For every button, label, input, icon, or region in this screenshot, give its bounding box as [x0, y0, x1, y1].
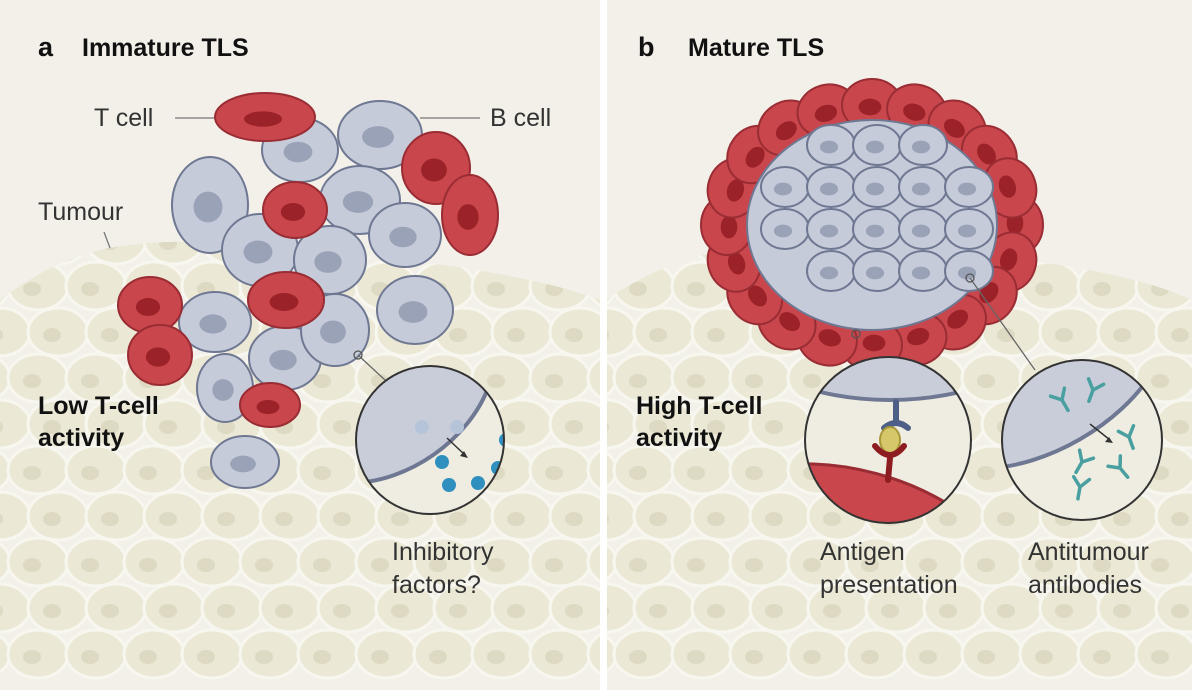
b-cell [760, 166, 810, 208]
b-cell [852, 124, 902, 166]
tumour-leader [103, 231, 111, 249]
high-activity-line2: activity [636, 424, 722, 452]
b-cell [852, 250, 902, 292]
antigen-caption-line2: presentation [820, 571, 958, 599]
b-cell [806, 250, 856, 292]
b-cell [944, 208, 994, 250]
antibodies-caption-line2: antibodies [1028, 571, 1142, 599]
t-cell [117, 276, 183, 334]
b-cell [806, 166, 856, 208]
t-cell [262, 181, 328, 239]
b-cell [337, 100, 423, 170]
antigen-caption-line1: Antigen [820, 538, 905, 566]
tumour-cell [142, 241, 206, 266]
antibody-icon [1116, 424, 1136, 451]
mature-tls-cluster [700, 78, 1044, 372]
t-cell [441, 174, 499, 256]
b-cell [852, 208, 902, 250]
inhibitory-caption-line1: Inhibitory [392, 538, 494, 566]
antibody-icon [1071, 474, 1092, 501]
b-cell [293, 225, 367, 295]
panel-a-letter: a [38, 32, 54, 62]
tumour-cell [586, 628, 600, 680]
antibody-icon [1106, 454, 1130, 479]
tumour-cell [586, 444, 600, 496]
antibody-icon [1048, 386, 1070, 413]
antibody-icon [1074, 448, 1096, 475]
panel-divider [600, 0, 607, 690]
t-cell [982, 157, 1038, 219]
t-cell-label: T cell [94, 104, 153, 132]
antibody-icon [1086, 377, 1106, 404]
b-cell [806, 208, 856, 250]
high-activity-line1: High T-cell [636, 392, 762, 420]
b-cell [944, 250, 994, 292]
immature-tls-cluster [117, 92, 499, 489]
tumour-cell [586, 536, 600, 588]
low-activity-line1: Low T-cell [38, 392, 159, 420]
tumour-cell [84, 241, 148, 266]
panel-b-title: Mature TLS [688, 34, 824, 62]
t-cell [127, 324, 193, 386]
tumour-cell [586, 352, 600, 404]
panel-b-letter: b [638, 32, 655, 62]
t-cell [247, 271, 325, 329]
b-cell [898, 250, 948, 292]
b-cell [898, 166, 948, 208]
inhibitory-factors-inset [355, 365, 505, 515]
b-cell-label: B cell [490, 104, 551, 132]
antibodies-caption-line1: Antitumour [1028, 538, 1149, 566]
inhibitory-factor-dots [435, 433, 504, 492]
b-cell [760, 208, 810, 250]
b-cell [898, 124, 948, 166]
b-cell [210, 435, 280, 489]
t-cell [239, 382, 301, 428]
b-cell [852, 166, 902, 208]
b-cell [944, 166, 994, 208]
low-activity-line2: activity [38, 424, 124, 452]
b-cell [806, 124, 856, 166]
t-cell [214, 92, 316, 142]
panel-a-title: Immature TLS [82, 34, 249, 62]
tumour-label: Tumour [38, 198, 123, 226]
inhibitory-caption-line2: factors? [392, 571, 481, 599]
b-cell [368, 202, 442, 268]
b-cell [376, 275, 454, 345]
b-cell [898, 208, 948, 250]
b-cell [178, 291, 252, 353]
